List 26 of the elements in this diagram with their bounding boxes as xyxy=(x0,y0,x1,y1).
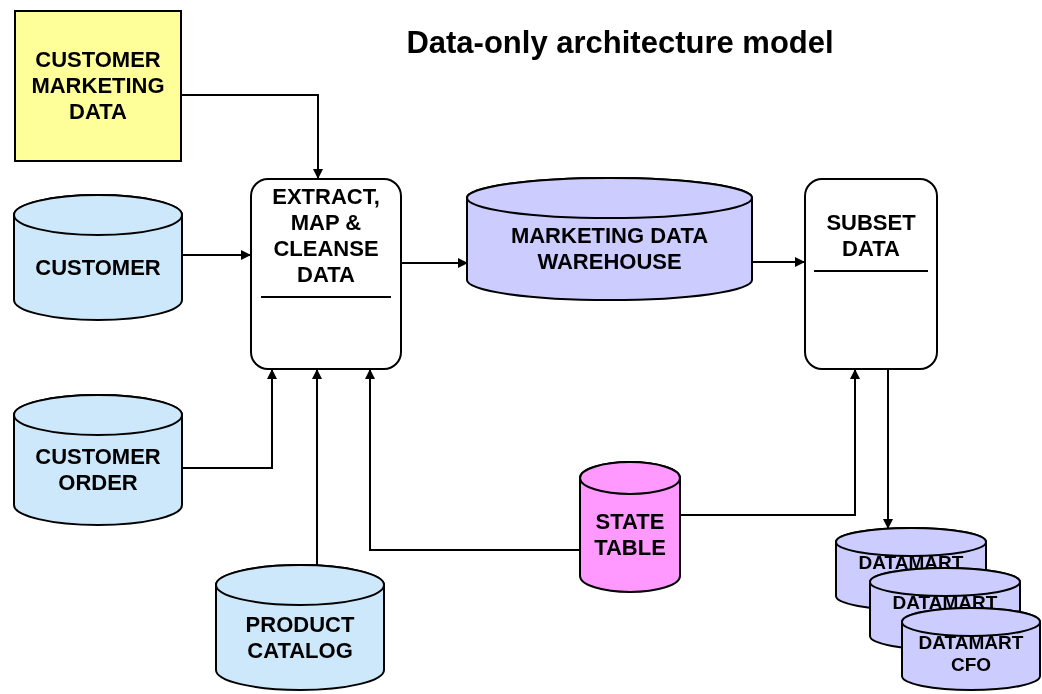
node-label: PRODUCT CATALOG xyxy=(244,611,356,664)
node-label: CUSTOMER MARKETING DATA xyxy=(30,47,166,125)
node-label: MARKETING DATA WAREHOUSE xyxy=(509,223,710,275)
database-cylinder xyxy=(14,195,182,320)
arrow xyxy=(365,369,581,551)
node-label: DATAMART xyxy=(858,552,964,575)
arrow xyxy=(401,258,468,268)
database-cylinder xyxy=(216,565,384,690)
arrow xyxy=(883,369,893,529)
diagram-title: Data-only architecture model xyxy=(405,24,835,62)
database-cylinder xyxy=(580,462,680,592)
arrow xyxy=(181,94,323,179)
database-cylinder xyxy=(467,178,752,300)
node-label: EXTRACT, MAP & CLEANSE DATA xyxy=(271,184,381,288)
source-box xyxy=(14,10,182,162)
arrow xyxy=(312,369,322,566)
database-cylinder xyxy=(902,608,1040,690)
database-cylinder xyxy=(14,395,182,525)
node-label: SUBSET DATA xyxy=(825,210,917,262)
node-label: STATE TABLE xyxy=(593,509,667,561)
process-box xyxy=(250,178,402,370)
node-label: DATAMART CFO xyxy=(917,632,1025,677)
node-label: DATAMART xyxy=(892,592,998,615)
process-box xyxy=(804,178,938,370)
node-label: CUSTOMER ORDER xyxy=(34,444,162,496)
node-label: CUSTOMER xyxy=(35,254,161,281)
